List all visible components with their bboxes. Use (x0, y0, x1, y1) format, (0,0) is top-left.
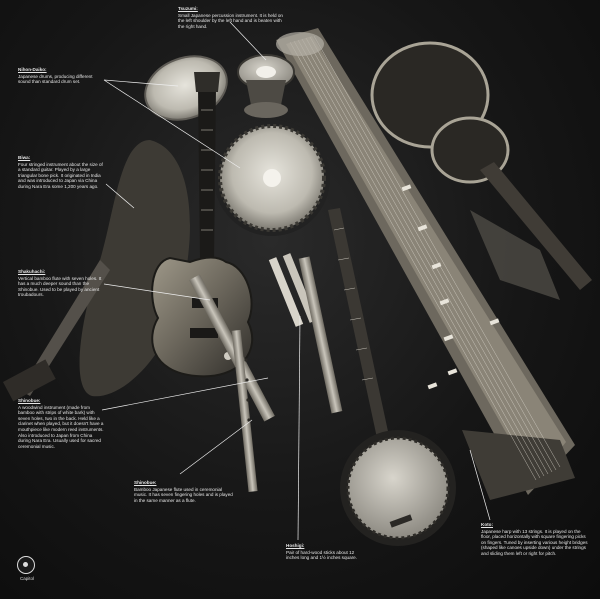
caption-biwa-title: Biwa: (18, 155, 31, 160)
caption-tsuzumi-body: Small Japanese percussion instrument. It… (178, 12, 283, 29)
caption-leader-lines (101, 21, 491, 541)
caption-hoshigi-title: Hoshigi: (286, 543, 305, 548)
tsuzumi-drum (237, 54, 295, 118)
caption-hoshigi: Hoshigi: Pair of hard-wood sticks about … (286, 543, 364, 561)
nihon-daiko-drum (144, 55, 228, 121)
caption-hoshigi-body: Pair of hard-wood sticks about 12 inches… (286, 549, 357, 561)
caption-koto: Koto: Japanese harp with 13 strings. It … (481, 522, 589, 557)
caption-nihon-daiko-title: Nihon-Daiko: (18, 67, 47, 72)
caption-biwa: Biwa: Four stringed instrument about the… (18, 155, 106, 190)
caption-biwa-body: Four stringed instrument about the size … (18, 161, 103, 189)
caption-nihon-daiko-body: Japanese drums, producing different soun… (18, 73, 93, 85)
caption-shakuhachi-body: Vertical bamboo flute with seven holes. … (18, 275, 102, 298)
capitol-logo-text: Capitol (19, 576, 34, 581)
caption-shinobue-woodwind-body: A woodwind instrument (made from bamboo … (18, 404, 104, 449)
caption-shinobue-flute: Shinobue: Bamboo Japanese flute used in … (134, 480, 234, 503)
caption-koto-title: Koto: (481, 522, 493, 527)
caption-koto-body: Japanese harp with 13 strings. It is pla… (481, 528, 588, 556)
caption-shakuhachi: Shakuhachi: Vertical bamboo flute with s… (18, 269, 102, 298)
bamboo-flutes (189, 256, 343, 492)
caption-shinobue-woodwind: Shinobue: A woodwind instrument (made fr… (18, 398, 106, 449)
acoustic-guitar (370, 41, 592, 300)
capitol-logo: Capitol (14, 556, 40, 586)
hoshigi-sticks (268, 253, 318, 327)
caption-shinobue-flute-title: Shinobue: (134, 480, 157, 485)
banjo-drum-large (214, 120, 330, 236)
capitol-dome-icon (17, 556, 35, 574)
caption-shinobue-woodwind-title: Shinobue: (18, 398, 41, 403)
caption-tsuzumi: Tsuzumi: Small Japanese percussion instr… (178, 6, 288, 29)
caption-shinobue-flute-body: Bamboo Japanese flute used in ceremonial… (134, 486, 233, 503)
caption-shakuhachi-title: Shakuhachi: (18, 269, 46, 274)
caption-tsuzumi-title: Tsuzumi: (178, 6, 198, 11)
caption-nihon-daiko: Nihon-Daiko: Japanese drums, producing d… (18, 67, 104, 85)
banjo-small (328, 208, 456, 546)
koto-instrument (276, 28, 575, 500)
